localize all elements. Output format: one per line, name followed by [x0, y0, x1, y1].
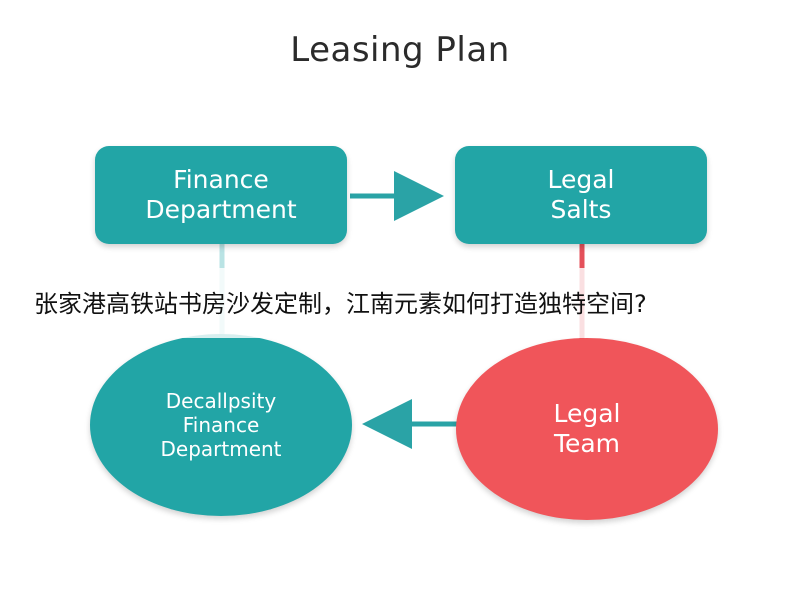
node-decallpsity-label: Decallpsity Finance Department: [160, 389, 282, 461]
node-finance-department: Finance Department: [95, 146, 347, 244]
node-legal-team-label: Legal Team: [553, 399, 621, 458]
diagram-title: Leasing Plan: [290, 30, 510, 70]
overlay-banner: [0, 268, 800, 338]
node-legal-team: Legal Team: [456, 338, 718, 520]
node-finance-department-label: Finance Department: [145, 165, 297, 224]
node-legal-salts: Legal Salts: [455, 146, 707, 244]
node-legal-salts-label: Legal Salts: [547, 165, 615, 224]
overlay-caption: 张家港高铁站书房沙发定制，江南元素如何打造独特空间?: [34, 290, 647, 318]
node-decallpsity-finance-department: Decallpsity Finance Department: [90, 334, 352, 516]
